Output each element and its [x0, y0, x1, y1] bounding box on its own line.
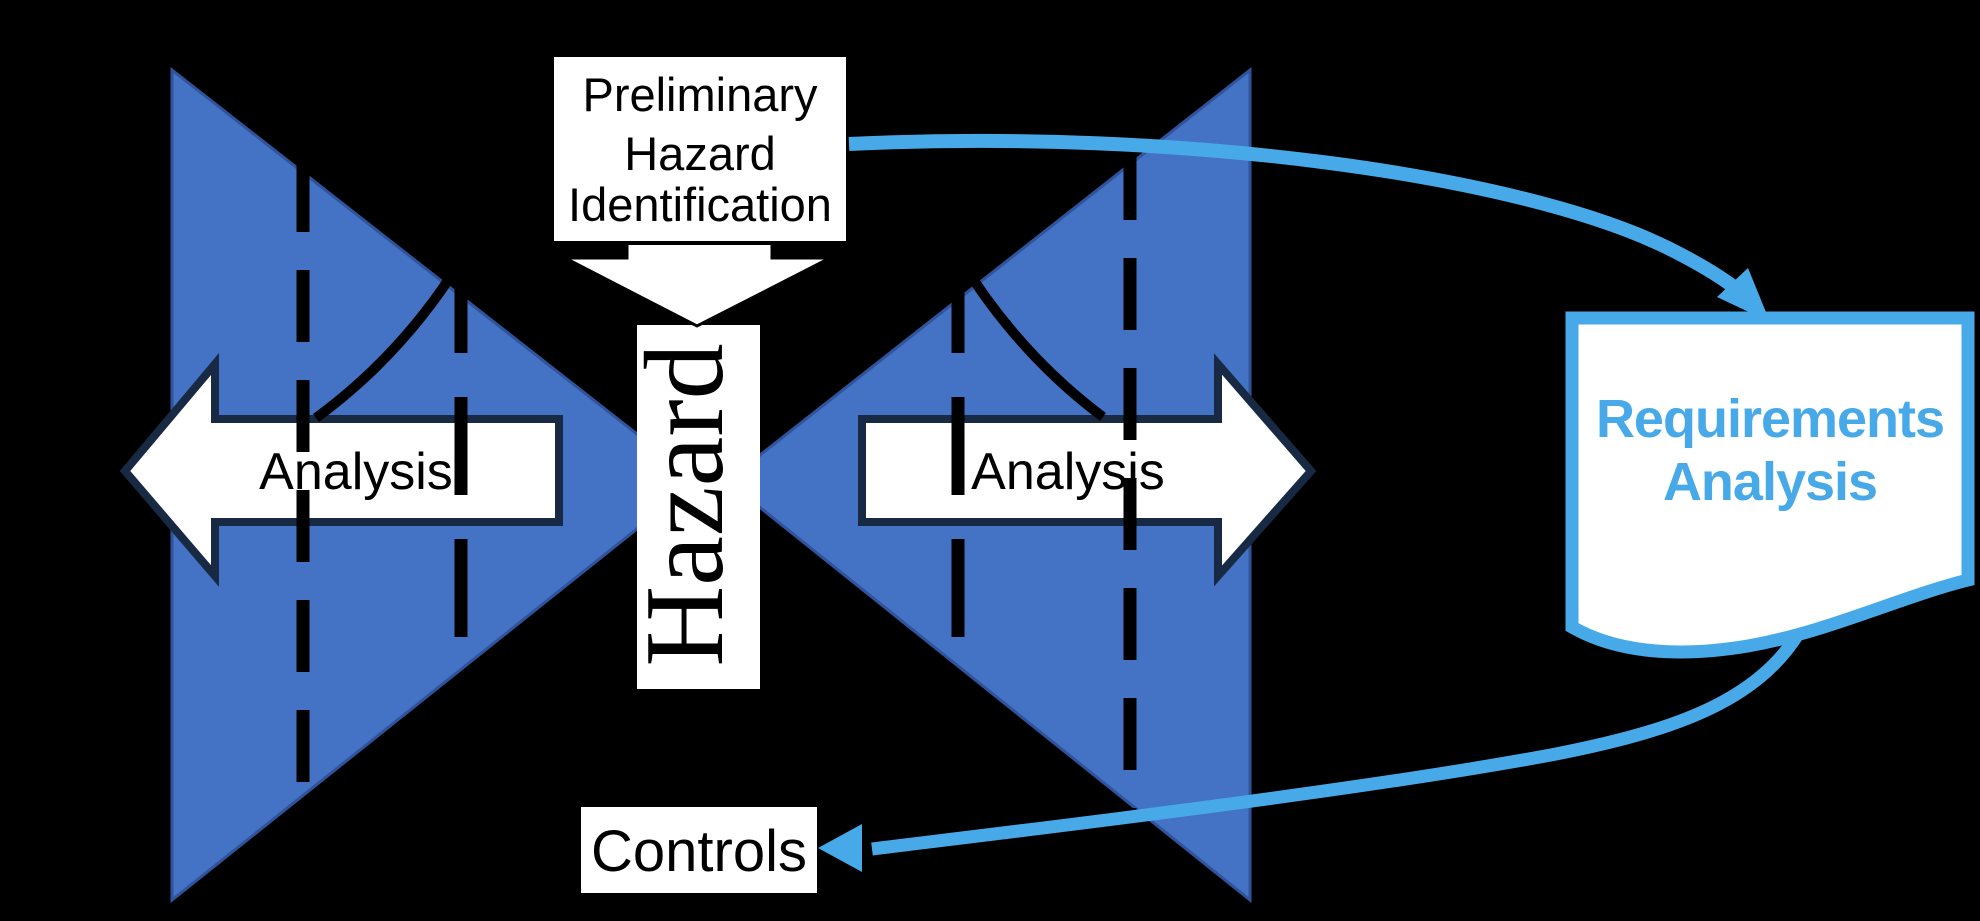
hazard-box	[637, 325, 760, 689]
controls-label: Controls	[591, 819, 807, 884]
requirements-arrowhead-icon	[1717, 268, 1770, 322]
analysis-left-label: Analysis	[259, 443, 453, 501]
requirements-document	[1565, 311, 1975, 659]
phi-label-line2: Hazard	[624, 127, 776, 180]
controls-arrowhead-icon	[818, 824, 862, 872]
controls-box	[581, 807, 817, 893]
phi-box	[550, 53, 850, 245]
phi-down-arrow-icon	[564, 241, 831, 328]
analysis-arrow-right	[858, 353, 1317, 587]
hazard-label: Hazard	[623, 343, 747, 666]
analysis-arrow-left	[119, 353, 563, 587]
phi-label-line3: Identification	[568, 178, 832, 231]
escalation-arc-right	[957, 259, 1106, 422]
requirements-label-line2: Analysis	[1663, 452, 1877, 512]
curved-connector-to-controls	[871, 609, 1816, 856]
phi-label-line1: Preliminary	[582, 68, 818, 121]
requirements-label-line1: Requirements	[1596, 389, 1944, 449]
curved-connector-to-requirements	[848, 133, 1758, 308]
escalation-arc-left	[313, 259, 465, 423]
